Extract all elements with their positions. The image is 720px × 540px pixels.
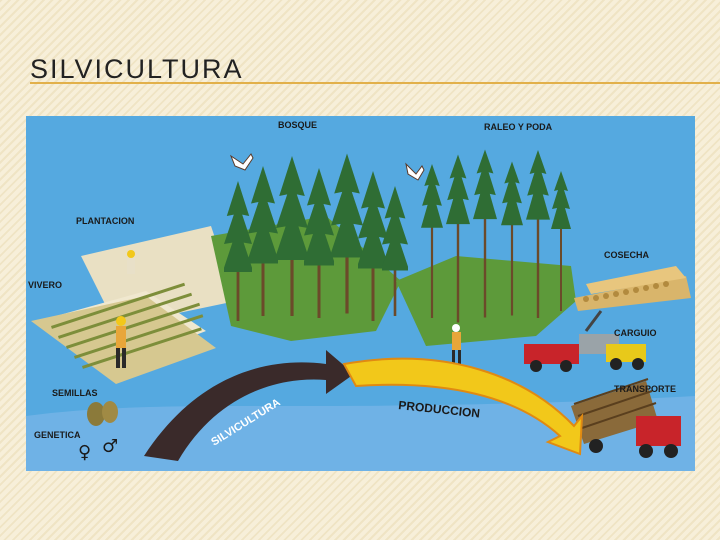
worker-plantation xyxy=(127,250,135,274)
slide-title: SILVICULTURA xyxy=(30,54,244,84)
label-transporte: TRANSPORTE xyxy=(614,384,676,394)
illustration-svg: BOSQUE RALEO Y PODA PLANTACION VIVERO CO… xyxy=(26,116,695,471)
bird-left xyxy=(229,153,254,171)
seed-cones xyxy=(87,401,118,426)
label-semillas: SEMILLAS xyxy=(52,388,98,398)
loading-trucks xyxy=(524,310,646,372)
produccion-arrow xyxy=(342,357,584,456)
log-pile xyxy=(574,266,691,311)
bird-right xyxy=(405,162,425,181)
silvicultura-arrow xyxy=(144,350,354,461)
label-bosque: BOSQUE xyxy=(278,120,317,130)
label-vivero: VIVERO xyxy=(28,280,62,290)
label-genetica: GENETICA xyxy=(34,430,81,440)
label-plantacion: PLANTACION xyxy=(76,216,134,226)
female-symbol-icon: ♀ xyxy=(78,442,91,463)
label-raleo-y-poda: RALEO Y PODA xyxy=(484,122,553,132)
nursery-rows xyxy=(51,282,204,369)
label-cosecha: COSECHA xyxy=(604,250,650,260)
worker-nursery xyxy=(116,316,126,368)
title-underline xyxy=(30,82,720,84)
worker-production xyxy=(452,324,461,368)
label-carguio: CARGUIO xyxy=(614,328,657,338)
transport-truck xyxy=(571,378,681,458)
silviculture-illustration: BOSQUE RALEO Y PODA PLANTACION VIVERO CO… xyxy=(26,116,695,471)
male-symbol-icon: ♂ xyxy=(102,436,118,457)
